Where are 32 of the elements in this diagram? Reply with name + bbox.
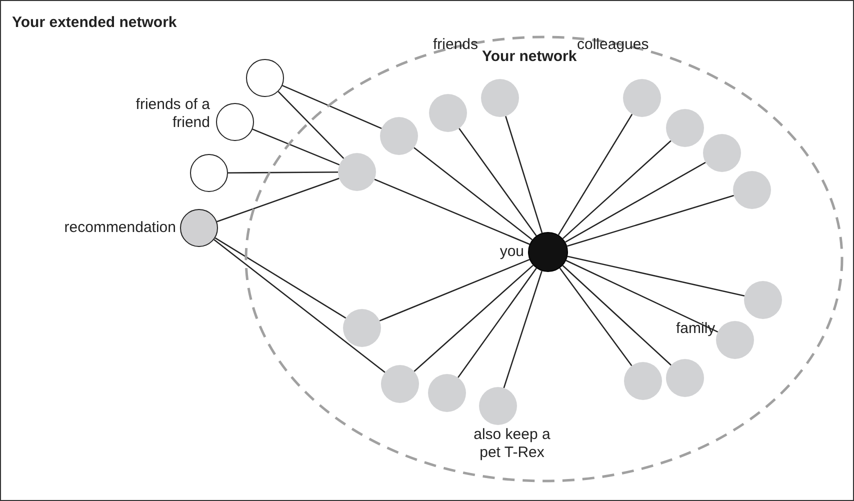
connector-line (562, 265, 672, 366)
connector-line (374, 178, 530, 245)
annotation-text: family (676, 320, 716, 338)
connector-line (214, 237, 346, 319)
heading: Your extended network (12, 14, 177, 32)
connector-line (278, 91, 344, 159)
connector-line (559, 268, 632, 366)
connector-line (252, 128, 340, 166)
connector-line (566, 194, 734, 247)
group-title: Your network (482, 48, 577, 66)
connector-line (566, 260, 718, 332)
connector-line (562, 140, 672, 240)
connector-line (558, 114, 633, 236)
connector-line (216, 178, 340, 222)
connector-line (414, 147, 533, 240)
connector-line (458, 128, 537, 236)
annotation-text: friends of a friend (134, 96, 210, 132)
connector-line (414, 264, 534, 372)
connector-line (379, 258, 530, 322)
connector-line (565, 162, 706, 243)
connector-line (228, 171, 338, 174)
annotation-text: friends (433, 36, 478, 54)
annotation-text: colleagues (577, 36, 649, 54)
connector-line (458, 268, 537, 378)
connector-line (505, 116, 543, 234)
connector-line (567, 256, 745, 296)
connector-line (282, 84, 382, 130)
connector-line (503, 270, 542, 388)
node-caption: recommendation (64, 219, 176, 237)
connector-line (214, 239, 386, 373)
annotation-text: also keep a pet T-Rex (472, 426, 552, 462)
node-caption: you (500, 243, 524, 261)
